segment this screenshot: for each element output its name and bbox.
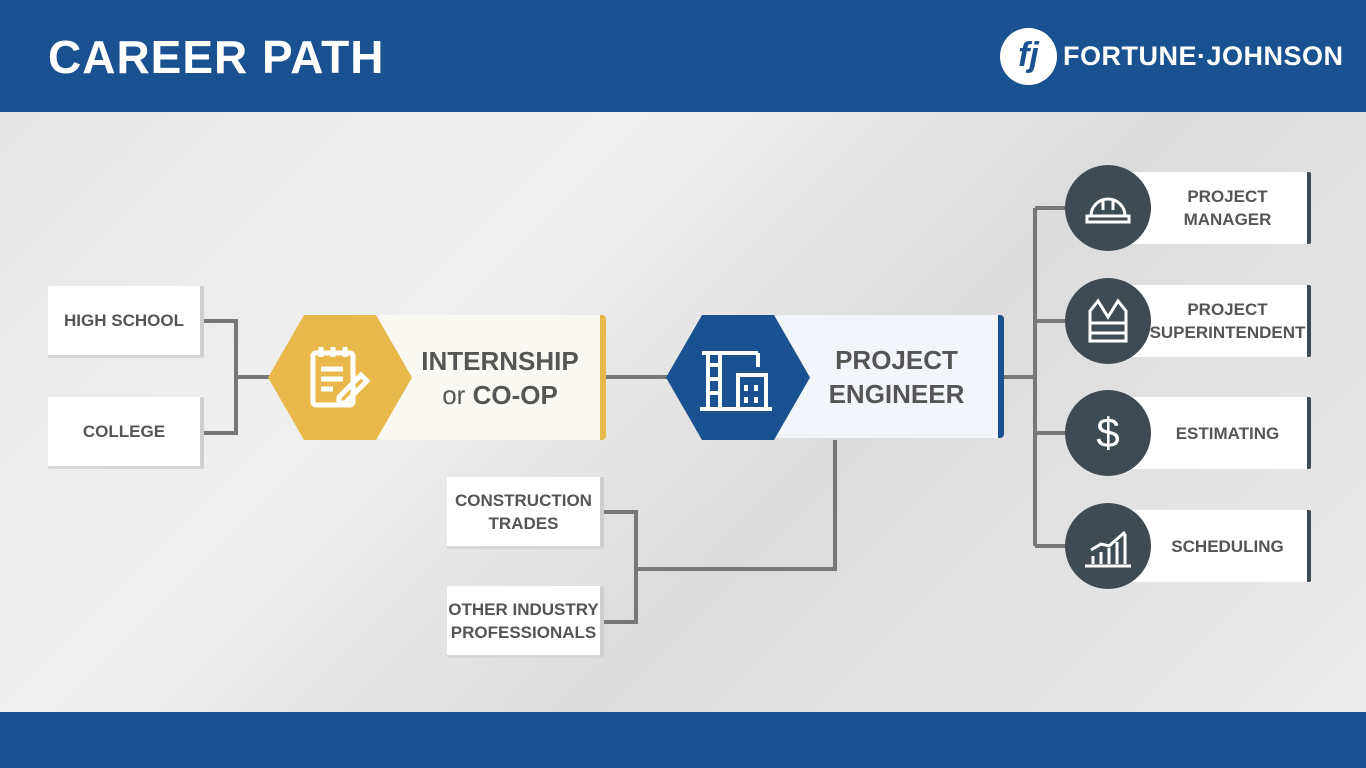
dollar-icon: $: [1065, 390, 1151, 476]
growth-chart-icon: [1065, 503, 1151, 589]
safety-vest-icon: [1065, 278, 1151, 364]
notepad-pencil-icon: [268, 315, 412, 440]
role-scheduling: SCHEDULING: [1130, 510, 1311, 582]
crane-building-icon: [666, 315, 810, 440]
company-logo: fj FORTUNE·JOHNSON: [1000, 28, 1344, 85]
entry-high-school: HIGH SCHOOL: [48, 286, 204, 358]
logo-mark-icon: fj: [1000, 28, 1057, 85]
header: CAREER PATH fj FORTUNE·JOHNSON: [0, 0, 1366, 112]
entry-college: COLLEGE: [48, 397, 204, 469]
page-title: CAREER PATH: [48, 31, 385, 83]
logo-text: FORTUNE·JOHNSON: [1063, 41, 1344, 71]
hard-hat-icon: [1065, 165, 1151, 251]
role-estimating: ESTIMATING: [1130, 397, 1311, 469]
footer-bar: [0, 712, 1366, 768]
